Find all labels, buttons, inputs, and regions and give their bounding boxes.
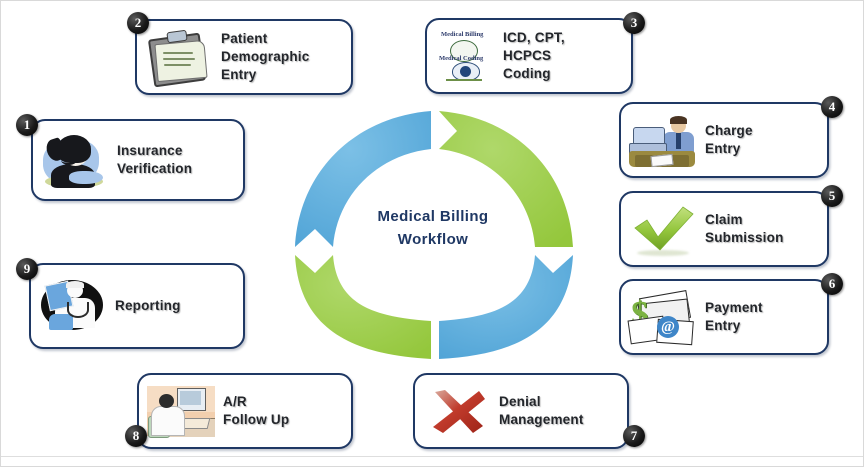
step-label: Insurance Verification xyxy=(117,143,193,176)
office-worker-desk-icon xyxy=(145,382,217,440)
step-box-ar-follow-up[interactable]: A/R Follow Up xyxy=(137,373,353,449)
step-badge-1: 1 xyxy=(16,114,38,136)
medical-billing-coding-logo-icon: Medical Billing Medical Coding xyxy=(433,27,497,85)
headset-agent-icon xyxy=(39,131,111,189)
step-label: Denial Management xyxy=(499,394,584,427)
step-box-denial-management[interactable]: Denial Management xyxy=(413,373,629,449)
step-badge-3: 3 xyxy=(623,12,645,34)
logo-line-2: Medical Coding xyxy=(439,55,484,62)
desk-computer-user-icon xyxy=(627,111,699,169)
step-box-insurance-verification[interactable]: Insurance Verification xyxy=(31,119,245,201)
red-x-icon xyxy=(421,382,493,440)
bottom-divider xyxy=(1,456,863,457)
arrow-bottom-left xyxy=(295,255,431,359)
step-label: ICD, CPT, HCPCS Coding xyxy=(503,30,565,81)
step-box-payment-entry[interactable]: $ @ Payment Entry xyxy=(619,279,829,355)
step-label: Payment Entry xyxy=(705,300,763,333)
step-badge-4: 4 xyxy=(821,96,843,118)
step-badge-2: 2 xyxy=(127,12,149,34)
step-label: Patient Demographic Entry xyxy=(221,31,310,82)
arrow-top-right xyxy=(439,111,573,247)
x-svg xyxy=(433,390,485,433)
step-label: Reporting xyxy=(115,298,181,314)
arrow-top-left xyxy=(295,111,431,247)
step-box-reporting[interactable]: Reporting xyxy=(29,263,245,349)
step-box-claim-submission[interactable]: Claim Submission xyxy=(619,191,829,267)
doctor-xray-icon xyxy=(37,276,109,336)
check-svg xyxy=(634,206,694,251)
step-box-charge-entry[interactable]: Charge Entry xyxy=(619,102,829,178)
money-envelope-icon: $ @ xyxy=(627,288,699,346)
workflow-cycle-wheel: Medical Billing Workflow xyxy=(273,97,593,369)
step-label: A/R Follow Up xyxy=(223,394,290,427)
clipboard-icon xyxy=(143,28,215,88)
green-checkmark-icon xyxy=(627,200,699,258)
step-badge-8: 8 xyxy=(125,425,147,447)
step-badge-5: 5 xyxy=(821,185,843,207)
step-label: Claim Submission xyxy=(705,212,784,245)
step-badge-7: 7 xyxy=(623,425,645,447)
cycle-arrows-svg xyxy=(295,111,573,359)
arrow-bottom-right xyxy=(439,255,573,359)
step-badge-9: 9 xyxy=(16,258,38,280)
step-label: Charge Entry xyxy=(705,123,753,156)
step-box-icd-cpt-hcpcs-coding[interactable]: Medical Billing Medical Coding ICD, CPT,… xyxy=(425,18,633,94)
logo-line-1: Medical Billing xyxy=(441,31,484,38)
step-box-patient-demographic-entry[interactable]: Patient Demographic Entry xyxy=(135,19,353,95)
diagram-center-title: Medical Billing Workflow xyxy=(377,208,489,249)
step-badge-6: 6 xyxy=(821,273,843,295)
